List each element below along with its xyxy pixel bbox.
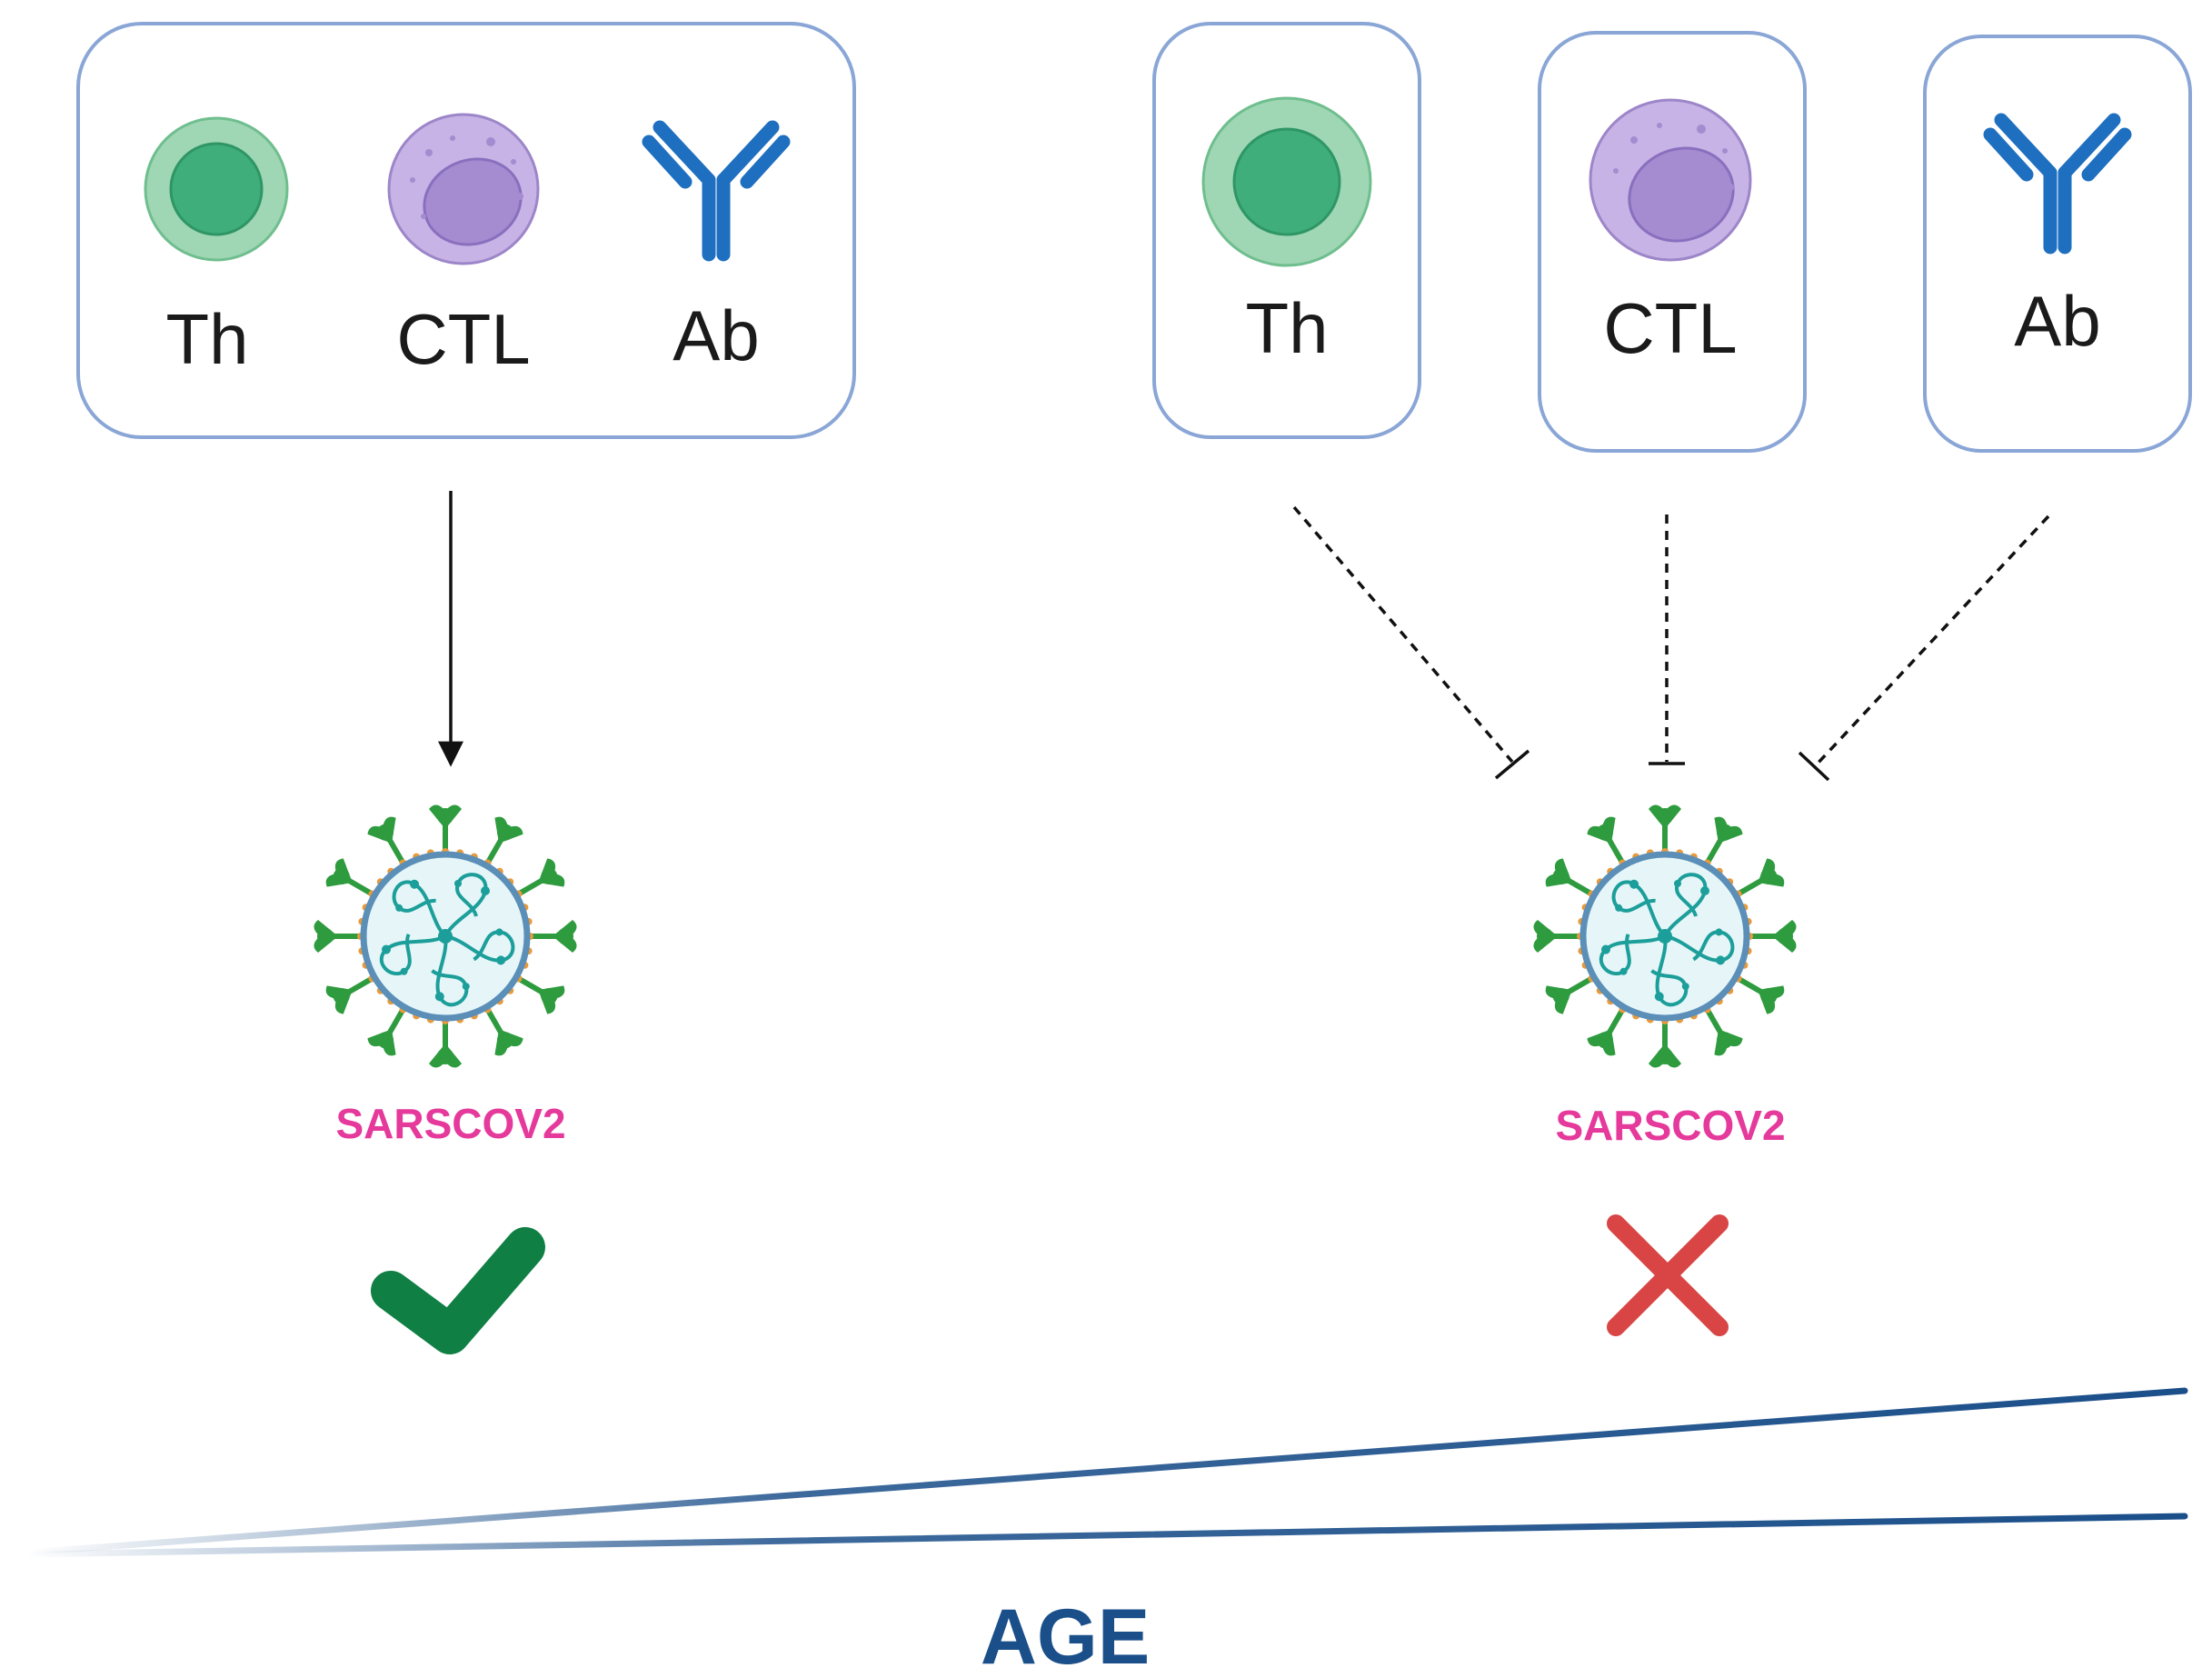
check-icon bbox=[371, 1227, 545, 1354]
age-wedge bbox=[24, 1387, 2188, 1558]
age-label: AGE bbox=[981, 1593, 1150, 1678]
ab-inhibition-line bbox=[1814, 514, 2050, 767]
cross-icon bbox=[1607, 1214, 1729, 1336]
th-inhibition-line bbox=[1292, 505, 1514, 764]
antibody-icon bbox=[1983, 113, 2132, 255]
right-virus-icon bbox=[1533, 804, 1797, 1068]
age-wedge-lower-line bbox=[24, 1513, 2188, 1558]
ab-inhibition-bar bbox=[1798, 751, 1830, 782]
left-immune-group: Th CTL Ab bbox=[76, 22, 856, 439]
left-virus-label: SARSCOV2 bbox=[335, 1100, 565, 1147]
left-ctl-label: CTL bbox=[396, 299, 530, 379]
right-ctl-label: CTL bbox=[1603, 288, 1737, 368]
left-virus-icon bbox=[314, 804, 577, 1068]
right-immune-group: Th CTL Ab bbox=[1152, 22, 2192, 453]
ctl-cell-icon bbox=[1589, 98, 1752, 262]
right-ab-box bbox=[1923, 35, 2192, 453]
antibody-icon bbox=[642, 120, 791, 262]
th-inhibition-bar bbox=[1494, 749, 1530, 780]
right-ab-label: Ab bbox=[2014, 281, 2100, 361]
th-cell-icon bbox=[144, 116, 289, 262]
right-th-label: Th bbox=[1245, 288, 1328, 368]
right-virus-label: SARSCOV2 bbox=[1555, 1102, 1785, 1149]
ctl-cell-icon bbox=[387, 113, 540, 265]
th-cell-icon bbox=[1201, 96, 1372, 267]
age-wedge-upper-line bbox=[24, 1387, 2188, 1556]
left-ab-label: Ab bbox=[673, 295, 759, 375]
inhibition-lines bbox=[1292, 505, 2050, 782]
left-th-label: Th bbox=[165, 299, 248, 379]
